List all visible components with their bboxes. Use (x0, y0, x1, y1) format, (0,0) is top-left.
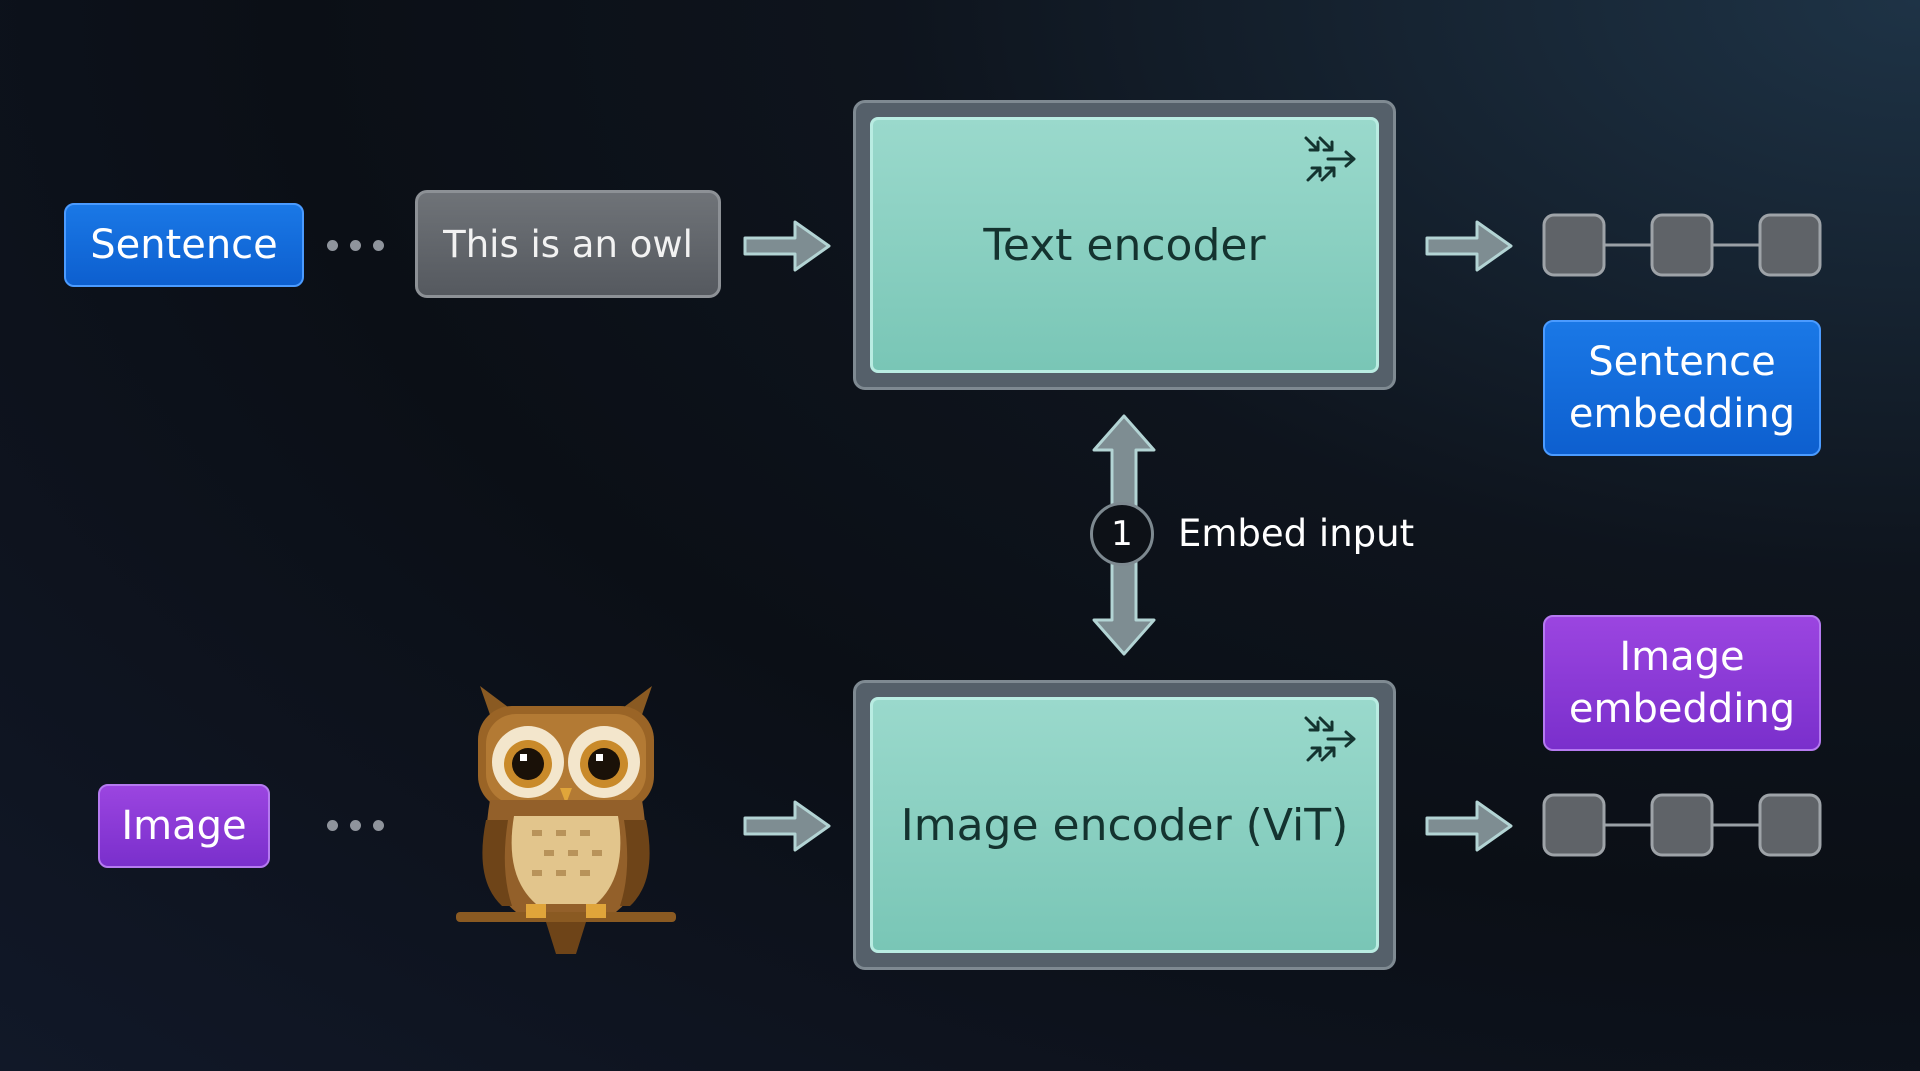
ellipsis-dots (327, 820, 384, 831)
image-encoder-label: Image encoder (ViT) (900, 799, 1349, 851)
sentence-label: Sentence (64, 203, 304, 287)
right-arrow-icon (1425, 800, 1513, 852)
right-arrow-icon (1425, 220, 1513, 272)
input-sentence-box: This is an owl (415, 190, 721, 298)
step-label: Embed input (1178, 512, 1415, 555)
image-embedding-label: Image embedding (1543, 615, 1821, 751)
ellipsis-dots (327, 240, 384, 251)
image-label: Image (98, 784, 270, 868)
image-embedding-vector (1542, 793, 1822, 857)
step-number-badge: 1 (1090, 502, 1154, 566)
right-arrow-icon (743, 220, 831, 272)
sentence-embedding-label: Sentence embedding (1543, 320, 1821, 456)
sentence-embedding-vector (1542, 213, 1822, 277)
text-encoder-label: Text encoder (983, 219, 1266, 271)
owl-image (456, 686, 676, 954)
text-encoder-block: Text encoder (853, 100, 1396, 390)
image-encoder-block: Image encoder (ViT) (853, 680, 1396, 970)
compress-arrows-icon (1304, 716, 1356, 762)
right-arrow-icon (743, 800, 831, 852)
compress-arrows-icon (1304, 136, 1356, 182)
